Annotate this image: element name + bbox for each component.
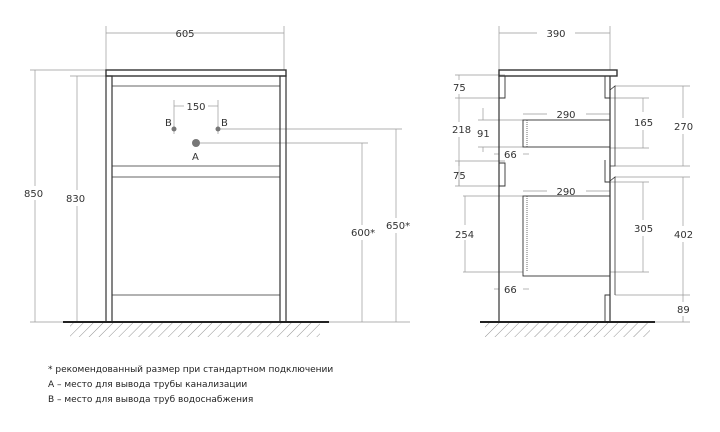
dim-supply-spacing: 150 — [186, 102, 205, 113]
dim-89: 89 — [677, 305, 690, 316]
supply-hole-b-left — [171, 126, 177, 132]
legend-notes: * рекомендованный размер при стандартном… — [48, 363, 333, 408]
dim-top-rail: 75 — [453, 83, 466, 94]
note-b: В – место для вывода труб водоснабжения — [48, 395, 254, 405]
note-a: А – место для вывода трубы канализации — [48, 380, 248, 390]
dim-drain-height: 600* — [351, 228, 375, 239]
dim-supply-height: 650* — [386, 221, 410, 232]
floor-hatch-front — [70, 323, 320, 337]
dim-offset-upper: 66 — [504, 150, 517, 161]
dim-upper-gap: 218 — [452, 125, 471, 136]
side-cabinet — [498, 69, 618, 322]
dim-upper-drawer-width: 290 — [556, 110, 575, 121]
dim-height-body: 830 — [66, 194, 85, 205]
dim-upper-drawer-height: 91 — [477, 129, 490, 140]
label-b-right: B — [221, 118, 228, 129]
label-b-left: B — [165, 118, 172, 129]
dim-offset-lower: 66 — [504, 285, 517, 296]
side-view-dims — [455, 26, 690, 323]
dim-lower-drawer-height: 254 — [455, 230, 474, 241]
dim-lower-drawer-width: 290 — [556, 187, 575, 198]
supply-hole-b-right — [215, 126, 221, 132]
dim-305: 305 — [634, 224, 653, 235]
dim-mid-rail: 75 — [453, 171, 466, 182]
dim-height-total: 850 — [24, 189, 43, 200]
note-recommended: * рекомендованный размер при стандартном… — [48, 365, 334, 375]
dim-270: 270 — [674, 122, 693, 133]
dim-165: 165 — [634, 118, 653, 129]
label-a: A — [192, 152, 199, 163]
dim-402: 402 — [674, 230, 693, 241]
floor-hatch-side — [485, 323, 650, 337]
dim-width: 605 — [175, 29, 194, 40]
drain-hole-a — [192, 139, 200, 147]
front-view-dims — [30, 26, 410, 323]
dim-depth: 390 — [546, 29, 565, 40]
front-cabinet — [105, 69, 287, 323]
